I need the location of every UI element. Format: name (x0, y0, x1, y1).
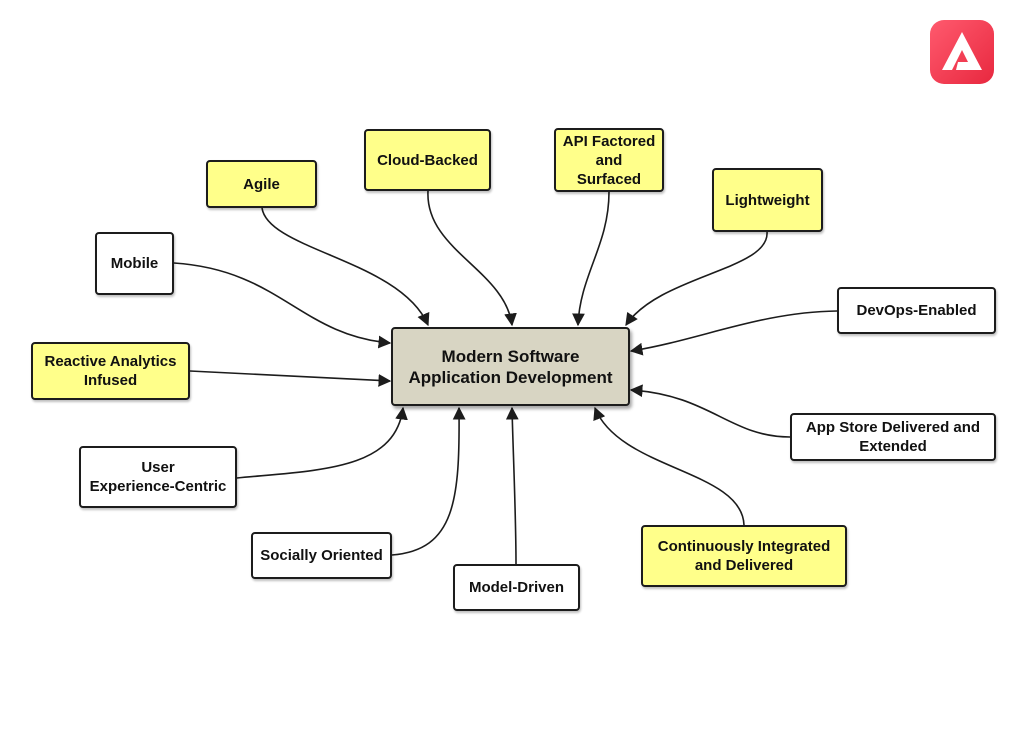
node-label: Reactive Analytics Infused (44, 353, 177, 389)
connector-reactive-analytics (189, 370, 392, 387)
node-label: App Store Delivered and Extended (805, 419, 981, 455)
node-agile: Agile (206, 160, 317, 208)
node-label: Cloud-Backed (377, 151, 478, 169)
connector-continuously-integrated (593, 406, 745, 526)
a-logo-icon (930, 20, 994, 84)
node-user-experience: User Experience-Centric (79, 446, 237, 508)
connector-devops-enabled (629, 310, 838, 356)
connector-user-experience (236, 406, 408, 479)
node-mobile: Mobile (95, 232, 174, 295)
node-model-driven: Model-Driven (453, 564, 580, 611)
node-lightweight: Lightweight (712, 168, 823, 232)
node-reactive-analytics: Reactive Analytics Infused (31, 342, 190, 400)
node-cloud-backed: Cloud-Backed (364, 129, 491, 191)
connector-model-driven (505, 406, 519, 565)
node-label: DevOps-Enabled (856, 302, 977, 319)
node-label: Model-Driven (468, 579, 564, 596)
connector-cloud-backed (427, 190, 517, 327)
connector-api-factored (572, 191, 610, 327)
node-label: User Experience-Centric (89, 459, 227, 495)
node-socially-oriented: Socially Oriented (251, 532, 392, 579)
connector-mobile (173, 262, 392, 349)
node-label: Agile (243, 175, 280, 193)
connector-lightweight (625, 231, 768, 327)
connector-agile (261, 207, 430, 327)
node-label: Mobile (110, 255, 159, 272)
center-node-label: Modern Software Application Development (408, 346, 613, 387)
node-label: Socially Oriented (260, 547, 383, 564)
node-app-store: App Store Delivered and Extended (790, 413, 996, 461)
node-label: Lightweight (725, 191, 810, 209)
connector-app-store (629, 384, 791, 438)
node-label: API Factored and Surfaced (562, 132, 656, 188)
node-api-factored: API Factored and Surfaced (554, 128, 664, 192)
center-node: Modern Software Application Development (391, 327, 630, 406)
node-devops-enabled: DevOps-Enabled (837, 287, 996, 334)
connector-socially-oriented (391, 406, 466, 556)
node-label: Continuously Integrated and Delivered (657, 538, 831, 574)
node-continuously-integrated: Continuously Integrated and Delivered (641, 525, 847, 587)
